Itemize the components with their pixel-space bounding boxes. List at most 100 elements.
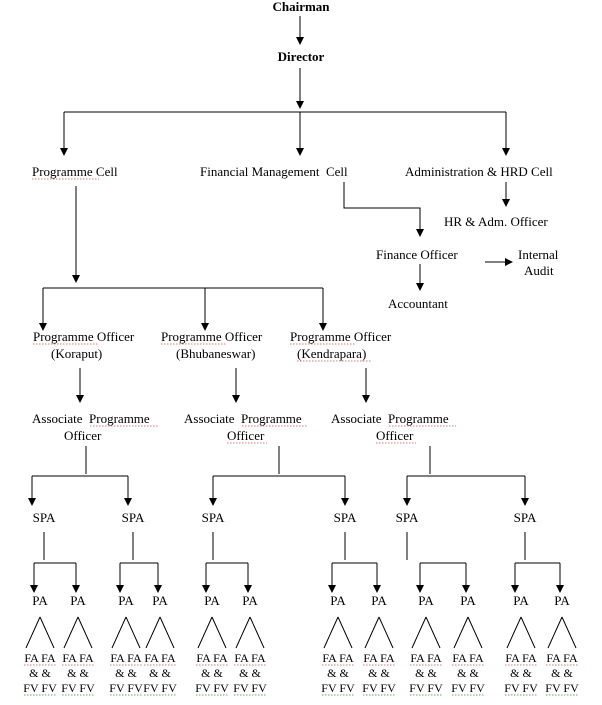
fv-label-9: FV FV: [409, 681, 443, 695]
fa-label-8: FA FA: [363, 651, 395, 665]
fa-label-2: FA FA: [62, 651, 94, 665]
pa-splay-left-11: [506, 616, 522, 649]
fa-label-7: FA FA: [322, 651, 354, 665]
spa-label-2: SPA: [122, 510, 145, 525]
fa-fv-amp-1: & &: [29, 666, 51, 680]
pa-label-6: PA: [242, 593, 258, 608]
pa-label-3: PA: [118, 593, 134, 608]
pa-splay-left-3: [111, 616, 127, 649]
fv-label-3: FV FV: [109, 681, 143, 695]
fa-label-1: FA FA: [24, 651, 56, 665]
internal-audit-line2: Audit: [524, 263, 554, 278]
pa-splay-right-7: [337, 616, 353, 649]
financial-finance-connector: [343, 182, 424, 237]
fa-fv-amp-6: & &: [239, 666, 261, 680]
apo-3-line2: Officer: [376, 428, 414, 443]
fa-label-10: FA FA: [452, 651, 484, 665]
fa-fv-amp-9: & &: [415, 666, 437, 680]
pa-splay-left-9: [411, 616, 427, 649]
pa-label-2: PA: [70, 593, 86, 608]
pa-splay-left-4: [145, 616, 161, 649]
pa-splay-left-5: [197, 616, 213, 649]
spa-label-4: SPA: [334, 510, 357, 525]
finance-officer-label: Finance Officer: [376, 247, 458, 262]
spa-label-1: SPA: [33, 510, 56, 525]
financial-cell-label: Financial Management Cell: [200, 164, 348, 179]
director-label: Director: [278, 49, 325, 64]
po-koraput-line2: (Koraput): [51, 346, 102, 361]
pa-label-11: PA: [513, 593, 529, 608]
po-koraput-line1: Programme Officer: [33, 329, 135, 344]
po-kendrapara-line2: (Kendrapara): [297, 346, 366, 361]
pa-splay-left-2: [63, 616, 79, 649]
fa-fv-amp-7: & &: [327, 666, 349, 680]
pa-label-9: PA: [418, 593, 434, 608]
fv-label-1: FV FV: [23, 681, 57, 695]
fv-label-5: FV FV: [195, 681, 229, 695]
fv-label-4: FV FV: [143, 681, 177, 695]
pa-label-12: PA: [554, 593, 570, 608]
pa-label-8: PA: [371, 593, 387, 608]
pa-splay-right-8: [378, 616, 394, 649]
pa-label-7: PA: [330, 593, 346, 608]
spellcheck-underlines: [32, 178, 456, 444]
pa-label-4: PA: [152, 593, 168, 608]
pa-splay-right-6: [249, 616, 265, 649]
accountant-label: Accountant: [388, 296, 448, 311]
fa-label-5: FA FA: [196, 651, 228, 665]
apo-1-line1: Associate Programme: [32, 411, 150, 426]
pa-splay-left-7: [323, 616, 339, 649]
apo-1-line2: Officer: [64, 428, 102, 443]
pa-splay-right-10: [467, 616, 483, 649]
fv-label-6: FV FV: [233, 681, 267, 695]
pa-splay-right-2: [77, 616, 93, 649]
fa-label-4: FA FA: [144, 651, 176, 665]
pa-splay-right-12: [561, 616, 577, 649]
pa-splay-right-9: [425, 616, 441, 649]
spa-label-3: SPA: [202, 510, 225, 525]
fa-label-12: FA FA: [546, 651, 578, 665]
fa-label-6: FA FA: [234, 651, 266, 665]
programme-cell-label: Programme Cell: [32, 164, 118, 179]
pa-splay-left-6: [235, 616, 251, 649]
pa-splay-left-12: [547, 616, 563, 649]
fa-fv-amp-12: & &: [551, 666, 573, 680]
fa-label-11: FA FA: [505, 651, 537, 665]
fa-fv-amp-3: & &: [115, 666, 137, 680]
fa-fv-amp-10: & &: [457, 666, 479, 680]
fa-fv-amp-4: & &: [149, 666, 171, 680]
fa-fv-amp-8: & &: [368, 666, 390, 680]
pa-label-5: PA: [204, 593, 220, 608]
fv-label-12: FV FV: [545, 681, 579, 695]
fv-label-2: FV FV: [61, 681, 95, 695]
fa-label-9: FA FA: [410, 651, 442, 665]
apo-3-line1: Associate Programme: [331, 411, 449, 426]
pa-splay-right-3: [125, 616, 141, 649]
fa-fv-amp-5: & &: [201, 666, 223, 680]
apo-2-line2: Officer: [227, 428, 265, 443]
pa-splay-right-4: [159, 616, 175, 649]
po-bhubaneswar-line1: Programme Officer: [161, 329, 263, 344]
apo-2-line1: Associate Programme: [184, 411, 302, 426]
fv-label-11: FV FV: [504, 681, 538, 695]
hr-officer-label: HR & Adm. Officer: [444, 214, 548, 229]
pa-splay-left-10: [453, 616, 469, 649]
internal-audit-line1: Internal: [518, 247, 559, 262]
pa-splay-right-5: [211, 616, 227, 649]
pa-splay-right-1: [39, 616, 55, 649]
fv-label-10: FV FV: [451, 681, 485, 695]
pa-splay-right-11: [520, 616, 536, 649]
po-bhubaneswar-line2: (Bhubaneswar): [176, 346, 255, 361]
fa-fv-amp-2: & &: [67, 666, 89, 680]
fa-label-3: FA FA: [110, 651, 142, 665]
pa-label-10: PA: [460, 593, 476, 608]
fa-fv-amp-11: & &: [510, 666, 532, 680]
fv-label-7: FV FV: [321, 681, 355, 695]
pa-label-1: PA: [32, 593, 48, 608]
spa-label-5: SPA: [396, 510, 419, 525]
chairman-label: Chairman: [272, 0, 330, 14]
po-kendrapara-line1: Programme Officer: [290, 329, 392, 344]
pa-splay-left-1: [25, 616, 41, 649]
